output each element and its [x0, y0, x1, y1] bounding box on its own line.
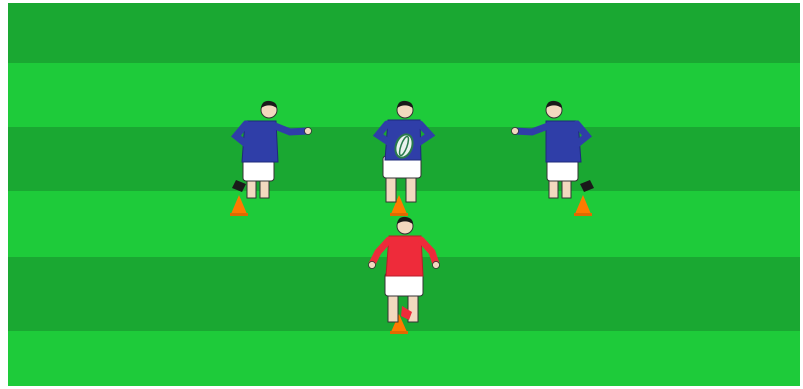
field-stripe: [8, 331, 800, 386]
field-stripe: [8, 3, 800, 63]
